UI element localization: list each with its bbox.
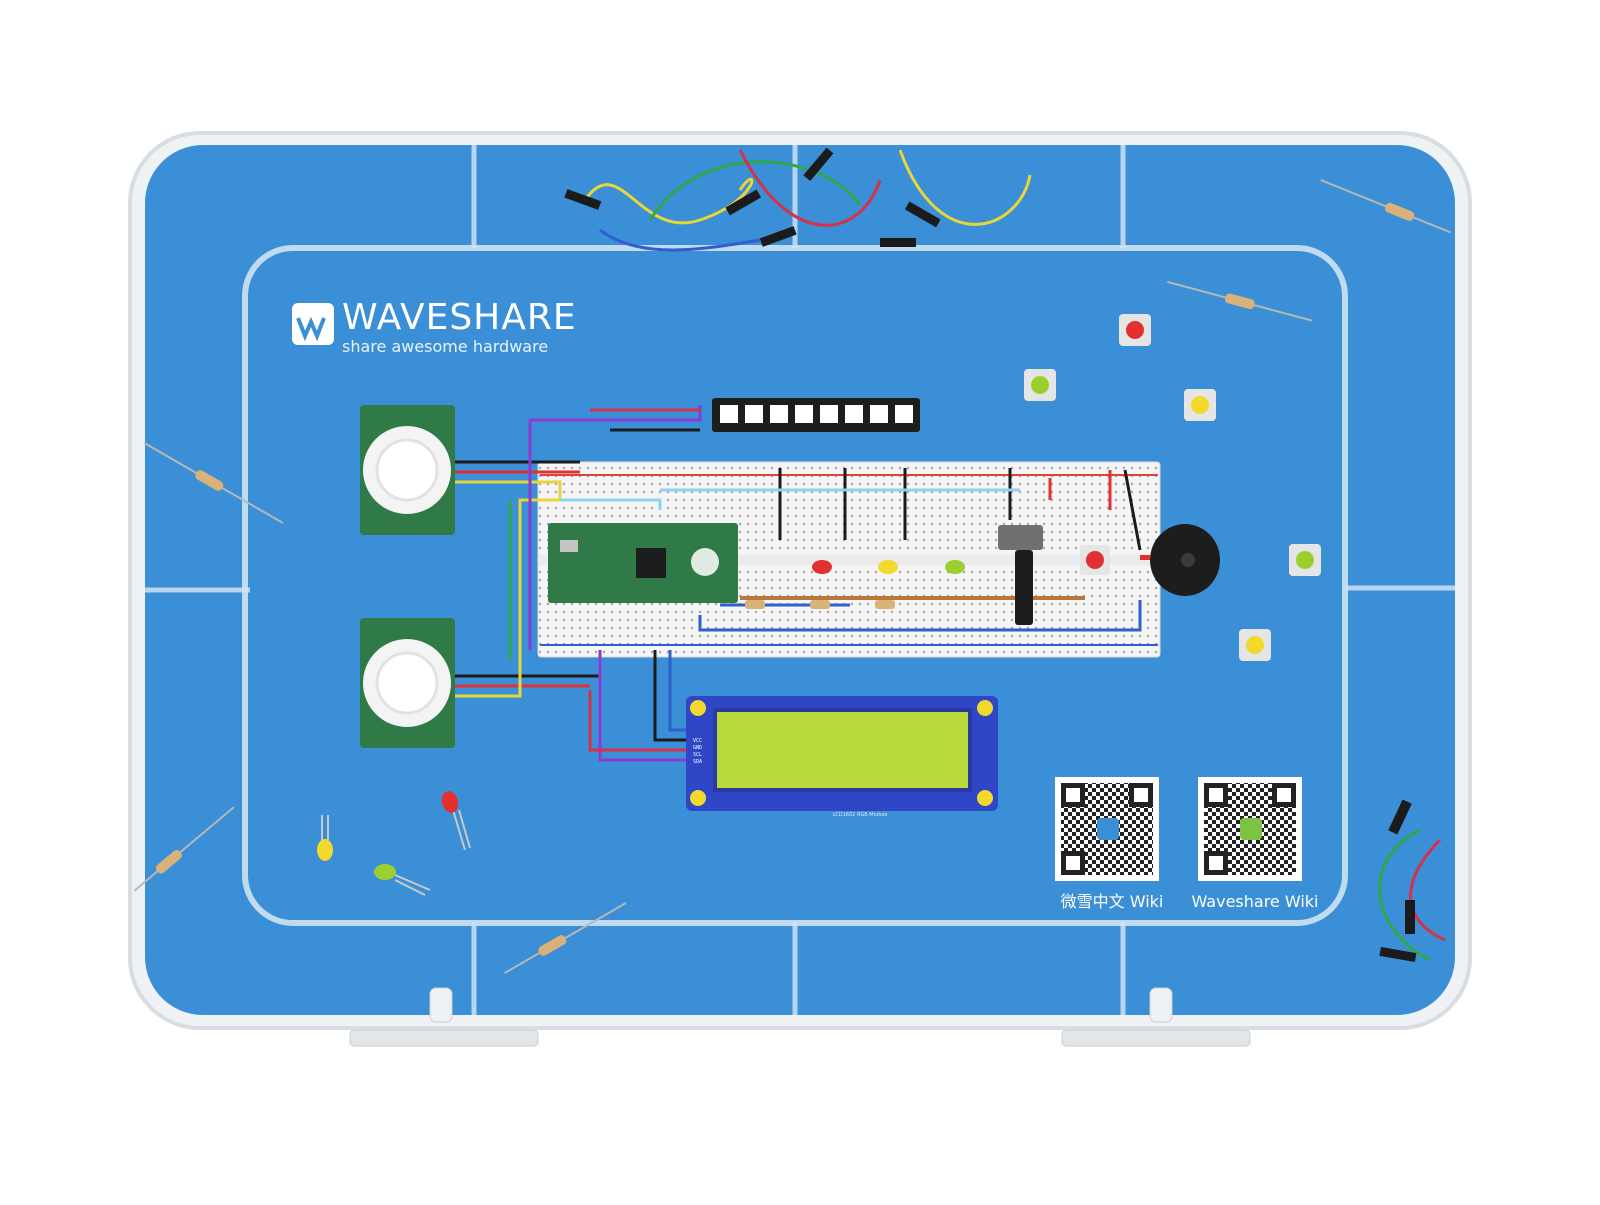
loose-leds bbox=[321, 809, 471, 896]
lcd-pin-labels: VCC GND SCL SDA bbox=[693, 738, 702, 766]
qr-code-chinese-wiki bbox=[1055, 777, 1159, 881]
lcd-pin-label: VCC bbox=[693, 738, 703, 744]
inner-tray bbox=[242, 245, 1348, 926]
breadboard-leds bbox=[812, 560, 965, 574]
board-button bbox=[1080, 545, 1110, 575]
lcd-pin-label: GND bbox=[693, 745, 703, 751]
pir-sensor-bottom bbox=[360, 618, 455, 748]
lcd-pin-label: SCL bbox=[693, 752, 703, 758]
pico-board bbox=[548, 523, 738, 603]
loose-resistors bbox=[133, 179, 1452, 974]
lcd-module bbox=[686, 696, 998, 811]
brand-tagline: share awesome hardware bbox=[342, 337, 549, 356]
jumper-wires-right bbox=[1378, 828, 1446, 962]
buzzer bbox=[1140, 524, 1220, 596]
latch-right bbox=[1061, 1029, 1251, 1047]
qr-caption-english-wiki: Waveshare Wiki bbox=[1191, 892, 1319, 911]
qr-code-english-wiki bbox=[1198, 777, 1302, 881]
pir-sensor-top bbox=[360, 405, 455, 535]
case-dividers bbox=[145, 145, 1455, 1015]
jumper-wires-top bbox=[583, 149, 1032, 252]
lcd-pin-label: SDA bbox=[693, 759, 703, 765]
jumper-pins-top bbox=[564, 147, 941, 247]
breadboard-resistors bbox=[745, 600, 895, 609]
brand-name: WAVESHARE bbox=[342, 297, 577, 338]
latch-left bbox=[349, 1029, 539, 1047]
rgb-led-strip bbox=[712, 398, 920, 432]
potentiometer bbox=[998, 525, 1043, 625]
qr-caption-chinese-wiki: 微雪中文 Wiki bbox=[1060, 892, 1164, 911]
lcd-module-caption: LCD1602 RGB Module bbox=[832, 812, 888, 818]
loose-buttons bbox=[1024, 314, 1321, 661]
